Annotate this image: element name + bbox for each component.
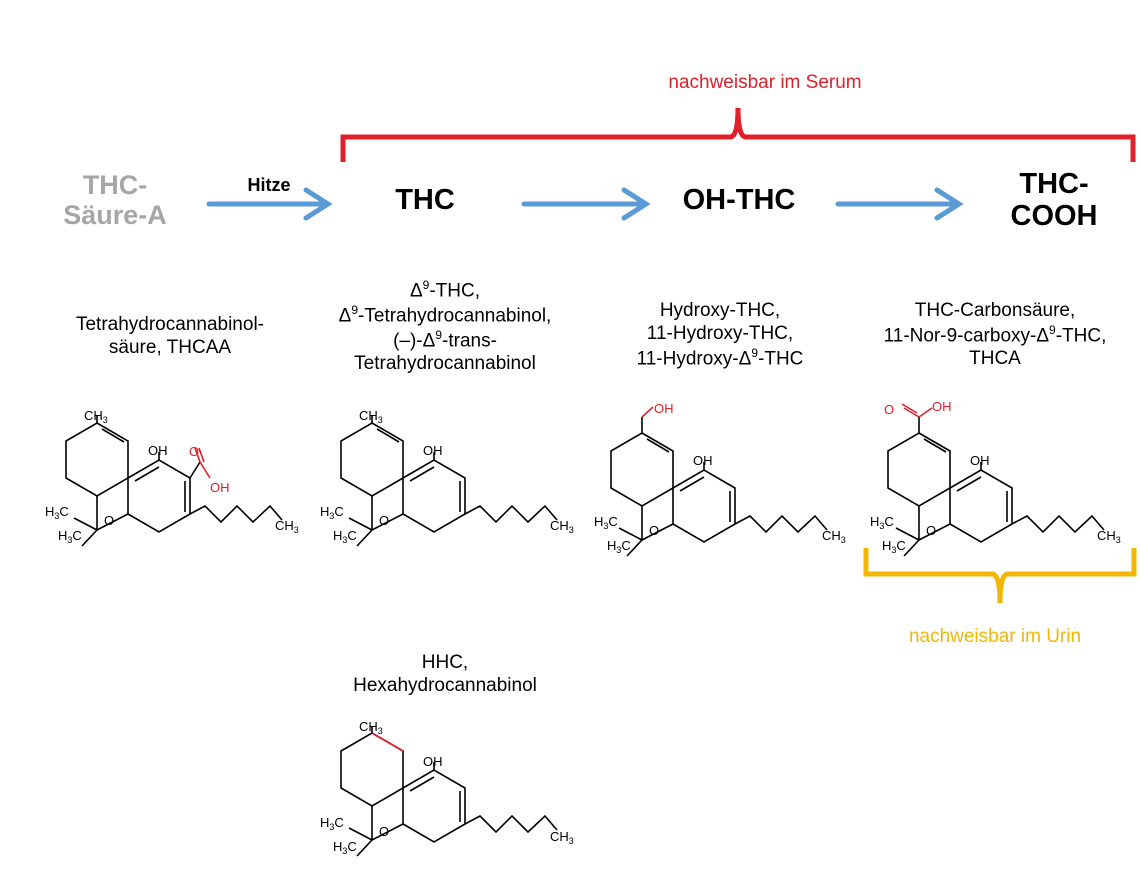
thc-cooh-ch3-tail: CH3 [1097, 528, 1121, 545]
stage-thc-cooh-line1: THC- [1019, 168, 1089, 200]
desc-thcaa: Tetrahydrocannabinol- säure, THCAA [40, 314, 300, 360]
thc-labels: CH3 OH O H3C H3C CH3 [320, 408, 574, 545]
hhc-labels: CH3 OH O H3C H3C CH3 [320, 719, 574, 856]
desc-thc-line4: Tetrahydrocannabinol [354, 353, 536, 375]
thc-cooh-h3c-b: H3C [882, 538, 906, 555]
desc-thcaa-line2: säure, THCAA [108, 336, 232, 358]
thcaa-ch3-label: CH3 [84, 408, 108, 425]
thc-cooh-acid-oh: OH [932, 399, 952, 414]
thc-cooh-labels: O OH OH O H3C H3C CH3 [870, 399, 1121, 555]
desc-hhc-line1: HHC, [421, 652, 469, 673]
oh-thc-h3c-a: H3C [594, 514, 618, 531]
urine-note: nachweisbar im Urin [908, 626, 1082, 647]
stage-thc: THC [395, 184, 455, 216]
thc-cooh-carbonyl-o: O [884, 402, 894, 417]
desc-thc-line3: (–)-Δ9-trans- [393, 328, 497, 352]
thcaa-ch3-tail: CH3 [275, 518, 299, 535]
desc-oh-thc: Hydroxy-THC, 11-Hydroxy-THC, 11-Hydroxy-… [600, 300, 840, 371]
desc-hhc-line2: Hexahydrocannabinol [353, 674, 537, 696]
desc-hhc: HHC, Hexahydrocannabinol [330, 652, 560, 698]
desc-thcaa-line1: Tetrahydrocannabinol- [75, 314, 264, 335]
hhc-o-label: O [379, 824, 389, 839]
thc-o-label: O [379, 513, 389, 528]
oh-thc-hydroxyl: OH [654, 401, 674, 416]
hhc-oh-label: OH [423, 754, 443, 769]
desc-thc: Δ9-THC, Δ9-Tetrahydrocannabinol, (–)-Δ9-… [310, 278, 580, 376]
thc-cooh-h3c-a: H3C [870, 514, 894, 531]
hhc-ch3-tail: CH3 [550, 829, 574, 846]
arrow-heat-head [303, 187, 333, 221]
thcaa-h3c-b: H3C [58, 528, 82, 545]
serum-bracket [340, 107, 1136, 162]
thc-h3c-a: H3C [320, 504, 344, 521]
hhc-structure [340, 726, 558, 857]
thc-structure [340, 416, 558, 547]
thcaa-carbonyl-o: O [189, 444, 199, 459]
oh-thc-structure [610, 406, 828, 557]
desc-oh-thc-line1: Hydroxy-THC, [659, 300, 781, 321]
oh-thc-oh-label: OH [693, 453, 713, 468]
thcaa-h3c-a: H3C [45, 504, 69, 521]
heat-label: Hitze [247, 175, 291, 195]
oh-thc-h3c-b: H3C [607, 538, 631, 555]
thcaa-labels: CH3 OH O OH O H3C H3C CH3 [45, 408, 299, 545]
thc-cooh-structure [887, 403, 1105, 557]
thcaa-acid-oh: OH [210, 480, 230, 495]
stage-thc-acid-a-line1: THC- [82, 170, 148, 200]
thc-h3c-b: H3C [333, 528, 357, 545]
desc-thc-cooh: THC-Carbonsäure, 11-Nor-9-carboxy-Δ9-THC… [860, 300, 1130, 371]
thc-cooh-o-label: O [926, 523, 936, 538]
oh-thc-ch3-tail: CH3 [822, 528, 846, 545]
desc-oh-thc-line3: 11-Hydroxy-Δ9-THC [636, 345, 804, 369]
urine-bracket [863, 548, 1137, 604]
thc-ch3-tail: CH3 [550, 518, 574, 535]
stage-thc-cooh-line2: COOH [1010, 200, 1098, 233]
thc-oh-label: OH [423, 443, 443, 458]
desc-thc-line1: Δ9-THC, [409, 278, 481, 302]
thcaa-oh-label: OH [148, 443, 168, 458]
hhc-h3c-a: H3C [320, 815, 344, 832]
hhc-ch3-label: CH3 [359, 719, 383, 736]
arrow-thc-ohthc-head [621, 187, 651, 221]
thcaa-structure [65, 416, 283, 547]
thc-ch3-label: CH3 [359, 408, 383, 425]
desc-thc-line2: Δ9-Tetrahydrocannabinol, [338, 303, 552, 327]
desc-oh-thc-line2: 11-Hydroxy-THC, [646, 322, 794, 344]
desc-thc-cooh-line1: THC-Carbonsäure, [914, 300, 1076, 321]
oh-thc-labels: OH OH O H3C H3C CH3 [594, 401, 846, 555]
hhc-h3c-b: H3C [333, 839, 357, 856]
stage-thc-acid-a-line2: Säure-A [63, 200, 167, 231]
thc-cooh-oh-label: OH [970, 453, 990, 468]
thcaa-o-label: O [104, 513, 114, 528]
oh-thc-o-label: O [649, 523, 659, 538]
stage-thc-acid-a: THC- Säure-A [45, 170, 185, 230]
desc-thc-cooh-line3: THCA [969, 347, 1021, 369]
arrow-ohthc-cooh-head [934, 187, 964, 221]
stage-thc-cooh: THC- COOH [984, 168, 1124, 233]
stage-oh-thc: OH-THC [682, 184, 796, 216]
serum-note: nachweisbar im Serum [668, 72, 862, 93]
desc-thc-cooh-line2: 11-Nor-9-carboxy-Δ9-THC, [883, 322, 1107, 347]
